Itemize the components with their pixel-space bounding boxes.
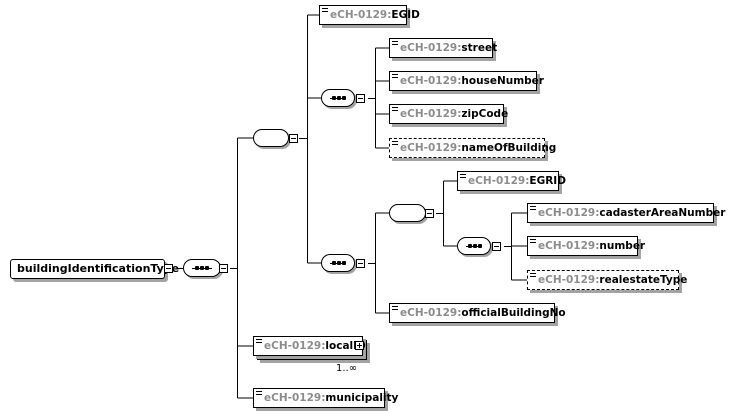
choice-compositor[interactable] bbox=[253, 129, 289, 147]
root-collapse-toggle[interactable] bbox=[164, 264, 173, 273]
element-street-label: street bbox=[461, 42, 498, 54]
sequence-compositor[interactable] bbox=[183, 259, 221, 277]
lower-sequence-compositor[interactable] bbox=[321, 254, 355, 272]
element-realestate-type[interactable]: eCH-0129:realestateType bbox=[527, 270, 687, 290]
doc-icon bbox=[392, 141, 398, 146]
doc-icon bbox=[530, 273, 536, 278]
doc-icon bbox=[392, 107, 398, 112]
element-name-of-building-label: nameOfBuilding bbox=[461, 142, 557, 154]
element-street[interactable]: eCH-0129:street bbox=[389, 38, 497, 58]
root-element-label: buildingIdentificationType bbox=[17, 262, 180, 275]
local-id-expand-toggle[interactable] bbox=[355, 341, 364, 350]
inner-sequence-toggle[interactable] bbox=[492, 242, 501, 251]
lower-sequence-toggle[interactable] bbox=[356, 259, 365, 268]
doc-icon bbox=[392, 74, 398, 79]
element-name-of-building[interactable]: eCH-0129:nameOfBuilding bbox=[389, 138, 556, 158]
element-cadaster-area-number-label: cadasterAreaNumber bbox=[599, 207, 726, 219]
element-number[interactable]: eCH-0129:number bbox=[527, 236, 645, 256]
doc-icon bbox=[256, 339, 262, 344]
address-sequence-toggle[interactable] bbox=[356, 94, 365, 103]
choice-collapse-toggle[interactable] bbox=[289, 134, 298, 143]
doc-icon bbox=[322, 8, 328, 13]
element-zip-code-label: zipCode bbox=[461, 108, 509, 120]
element-cadaster-area-number[interactable]: eCH-0129:cadasterAreaNumber bbox=[527, 203, 725, 223]
doc-icon bbox=[392, 41, 398, 46]
local-id-cardinality: 1..∞ bbox=[336, 363, 358, 374]
element-official-building-no[interactable]: eCH-0129:officialBuildingNo bbox=[389, 303, 566, 323]
doc-icon bbox=[256, 391, 262, 396]
address-sequence-compositor[interactable] bbox=[321, 89, 355, 107]
element-local-id[interactable]: eCH-0129:localID bbox=[253, 336, 366, 356]
inner-sequence-compositor[interactable] bbox=[457, 237, 491, 255]
doc-icon bbox=[530, 239, 536, 244]
sequence-collapse-toggle[interactable] bbox=[219, 264, 228, 273]
element-municipality[interactable]: eCH-0129:municipality bbox=[253, 388, 398, 408]
element-egid-label: EGID bbox=[391, 9, 420, 21]
element-egid[interactable]: eCH-0129:EGID bbox=[319, 5, 420, 25]
doc-icon bbox=[530, 206, 536, 211]
inner-choice-toggle[interactable] bbox=[425, 209, 434, 218]
element-number-label: number bbox=[599, 240, 646, 252]
element-official-building-no-label: officialBuildingNo bbox=[461, 307, 566, 319]
element-house-number-label: houseNumber bbox=[461, 75, 544, 87]
root-element[interactable]: buildingIdentificationType bbox=[10, 259, 179, 279]
doc-icon bbox=[392, 306, 398, 311]
element-realestate-type-label: realestateType bbox=[599, 274, 688, 286]
element-municipality-label: municipality bbox=[325, 392, 399, 404]
element-house-number[interactable]: eCH-0129:houseNumber bbox=[389, 71, 544, 91]
doc-icon bbox=[460, 174, 466, 179]
element-egrid[interactable]: eCH-0129:EGRID bbox=[457, 171, 566, 191]
element-zip-code[interactable]: eCH-0129:zipCode bbox=[389, 104, 508, 124]
inner-choice-compositor[interactable] bbox=[389, 204, 426, 222]
element-egrid-label: EGRID bbox=[529, 175, 566, 187]
